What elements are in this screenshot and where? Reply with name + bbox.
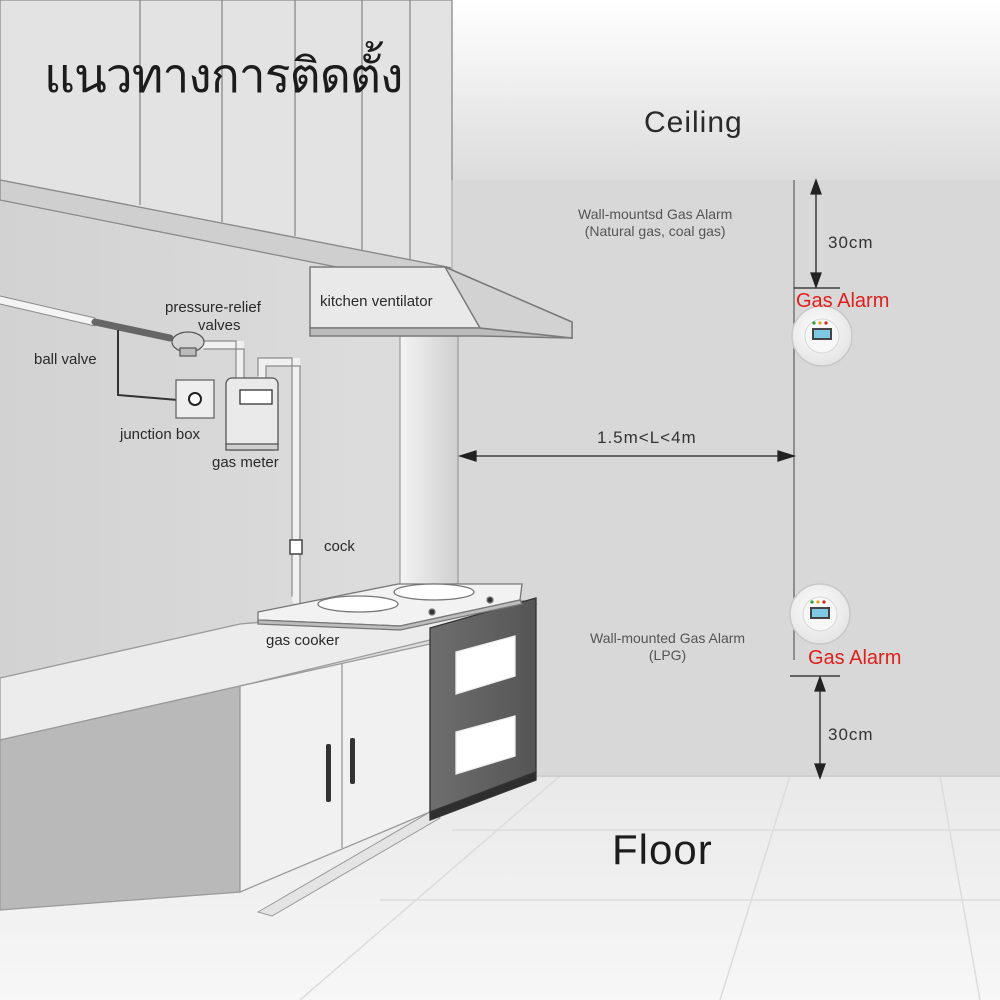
top-alarm-note: Wall-mountsd Gas Alarm (Natural gas, coa… bbox=[578, 206, 732, 240]
ball-valve-label: ball valve bbox=[34, 351, 97, 368]
top-dimension bbox=[794, 178, 840, 289]
gas-pipe bbox=[0, 295, 301, 605]
floor-surface bbox=[0, 776, 1000, 1000]
bottom-gas-alarm-label: Gas Alarm bbox=[808, 647, 902, 669]
ball-valve-wire bbox=[117, 330, 179, 401]
bottom-dimension bbox=[790, 675, 840, 780]
kick-plate bbox=[256, 811, 441, 917]
pressure-relief-valve bbox=[171, 331, 205, 357]
gas-meter bbox=[225, 377, 279, 451]
bottom-alarm-note-line2: (LPG) bbox=[648, 647, 687, 663]
junction-box bbox=[175, 379, 215, 419]
gas-cooker bbox=[257, 583, 523, 631]
pressure-relief-label-line1: pressure-relief bbox=[165, 299, 261, 316]
back-wall bbox=[452, 180, 1000, 776]
floor-tiles bbox=[299, 775, 1000, 1000]
top-alarm-note-line2: (Natural gas, coal gas) bbox=[584, 223, 726, 239]
kitchen-counter bbox=[0, 599, 539, 911]
kitchen-ventilator bbox=[309, 265, 573, 339]
gas-meter-label: gas meter bbox=[212, 454, 279, 471]
kitchen-ventilator-label: kitchen ventilator bbox=[320, 293, 433, 310]
distance-arrow bbox=[457, 450, 797, 462]
gas-cooker-label: gas cooker bbox=[266, 632, 340, 649]
gas-alarm-device-bottom bbox=[789, 583, 851, 645]
hood-chimney bbox=[399, 335, 459, 593]
cabinet-handle-left bbox=[326, 744, 331, 802]
distance-label: 1.5m<L<4m bbox=[597, 428, 697, 447]
ceiling-label: Ceiling bbox=[644, 106, 743, 139]
gas-alarm-device-top bbox=[791, 305, 853, 367]
cabinet-handle-right bbox=[350, 738, 355, 784]
top-dimension-label: 30cm bbox=[828, 233, 874, 252]
junction-box-label: junction box bbox=[120, 426, 201, 443]
bottom-alarm-note: Wall-mounted Gas Alarm (LPG) bbox=[590, 630, 745, 664]
floor-label: Floor bbox=[612, 826, 713, 873]
upper-cabinets bbox=[0, 0, 453, 291]
page-title: แนวทางการติดตั้ง bbox=[44, 48, 403, 104]
pressure-relief-label-line2: valves bbox=[198, 317, 241, 334]
bottom-alarm-note-line1: Wall-mounted Gas Alarm bbox=[590, 630, 746, 646]
top-alarm-note-line1: Wall-mountsd Gas Alarm bbox=[578, 206, 733, 222]
cock-label: cock bbox=[324, 538, 355, 555]
top-gas-alarm-label: Gas Alarm bbox=[796, 290, 890, 312]
oven bbox=[429, 597, 537, 821]
cock-valve bbox=[289, 539, 303, 555]
bottom-dimension-label: 30cm bbox=[828, 725, 874, 744]
